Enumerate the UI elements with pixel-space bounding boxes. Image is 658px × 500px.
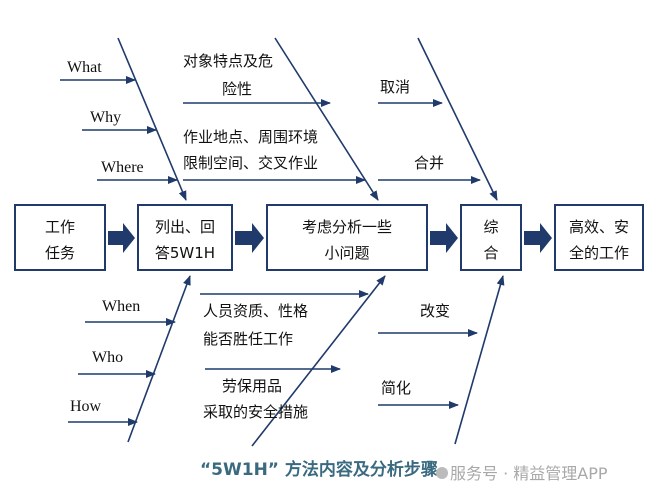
ppe-text: 劳保用品 [222, 377, 282, 395]
box-text: 合 [483, 244, 498, 262]
label-where: Where [101, 159, 144, 176]
watermark: 服务号 · 精益管理APP [450, 464, 608, 483]
bone-top-3 [417, 37, 498, 201]
box-text: 任务 [45, 244, 75, 262]
bone-bottom-3 [454, 275, 505, 445]
bone-bottom-2 [251, 275, 386, 447]
ppe-text: 采取的安全措施 [203, 403, 308, 421]
box-text: 综 [483, 218, 498, 236]
label-who: Who [92, 349, 123, 366]
location-text: 限制空间、交叉作业 [183, 154, 318, 172]
box-efficient-safe-work [554, 204, 644, 271]
object-traits-text: 对象特点及危 [183, 52, 273, 70]
box-text: 高效、安 [569, 218, 629, 236]
box-text: 工作 [45, 218, 75, 236]
label-why: Why [90, 109, 121, 126]
box-text: 答5W1H [155, 244, 215, 262]
box-work-task [14, 204, 106, 271]
label-simplify: 简化 [381, 379, 411, 397]
flow-arrow-4 [524, 223, 552, 253]
box-text: 全的工作 [569, 244, 629, 262]
bone-top-1 [117, 37, 187, 201]
box-list-5w1h [137, 204, 233, 271]
label-what: What [67, 59, 102, 76]
label-merge: 合并 [414, 154, 444, 172]
box-consider-issues [266, 204, 428, 271]
flow-arrow-3 [430, 223, 458, 253]
bone-bottom-1 [127, 275, 191, 443]
flow-arrow-2 [235, 223, 264, 253]
flow-arrows [108, 223, 552, 253]
personnel-text: 能否胜任工作 [203, 330, 293, 348]
watermark-icon [436, 467, 448, 479]
label-how: How [70, 398, 102, 415]
location-text: 作业地点、周围环境 [183, 128, 318, 146]
box-text: 考虑分析一些 [302, 218, 392, 236]
box-text: 列出、回 [155, 218, 215, 236]
label-change: 改变 [420, 302, 450, 320]
box-synthesize [460, 204, 522, 271]
branch-arrows [60, 76, 481, 426]
label-cancel: 取消 [380, 78, 410, 96]
diagram-caption: “5W1H” 方法内容及分析步骤 [200, 459, 438, 480]
box-text: 小问题 [324, 244, 369, 262]
bone-top-2 [274, 37, 379, 201]
flow-arrow-1 [108, 223, 135, 253]
object-traits-text: 险性 [222, 80, 252, 98]
label-when: When [102, 298, 140, 315]
personnel-text: 人员资质、性格 [203, 302, 308, 320]
